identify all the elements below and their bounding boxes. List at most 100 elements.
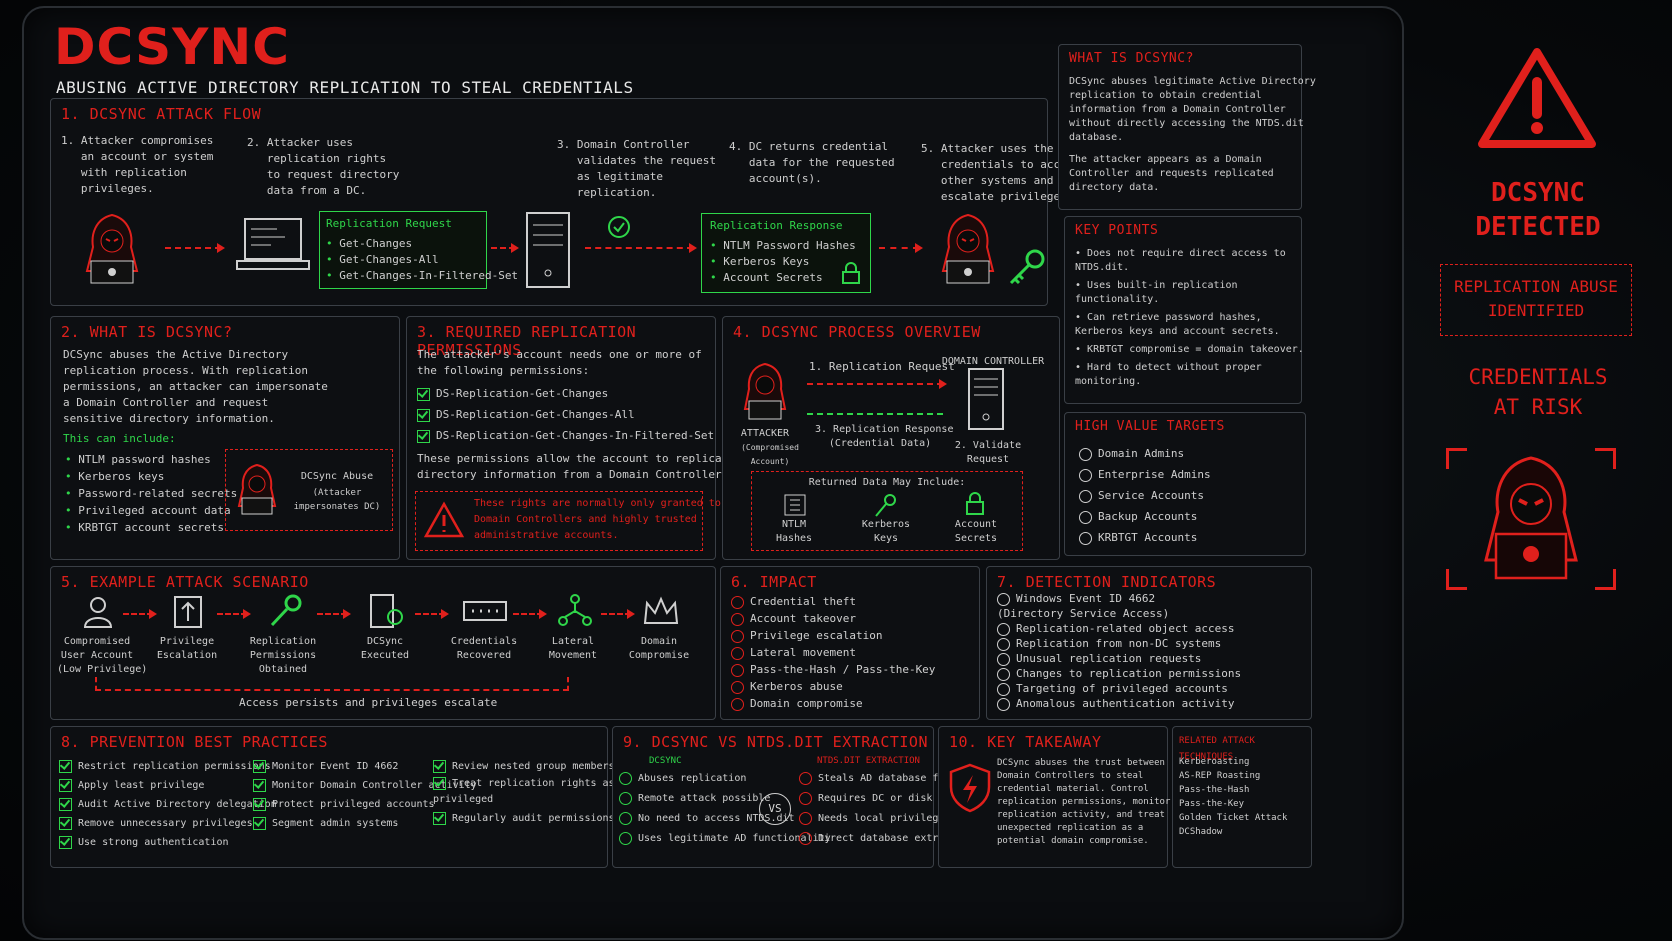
- event-log-icon: [997, 592, 1010, 606]
- flow-step-3: 3. Domain Controller validates the reque…: [557, 138, 716, 199]
- vs-right-title: NTDS.DIT EXTRACTION: [817, 756, 920, 766]
- permissions-warning-box: These rights are normally only granted t…: [415, 491, 721, 551]
- check-icon: [433, 811, 446, 825]
- check-icon: [253, 759, 266, 773]
- prevention-panel: 8. PREVENTION BEST PRACTICES Restrict re…: [50, 726, 657, 868]
- impact-icon: [731, 612, 744, 626]
- attacker-sub-label: (Compromised Account): [741, 443, 799, 466]
- list-item: Password-related secrets: [65, 485, 237, 502]
- vs-left-item: Uses legitimate AD functionality: [638, 833, 831, 844]
- dc-label: DOMAIN CONTROLLER: [941, 356, 1045, 367]
- impact-item: Privilege escalation: [750, 629, 883, 642]
- related-item: AS-REP Roasting: [1179, 771, 1261, 781]
- prevention-item: Use strong authentication: [78, 837, 229, 848]
- replication-abuse-label: REPLICATION ABUSE IDENTIFIED: [1454, 277, 1618, 320]
- server-sync-icon: [370, 594, 403, 628]
- check-icon: [59, 835, 72, 849]
- detection-list: Windows Event ID 4662 (Directory Service…: [997, 591, 1241, 711]
- x-circle-icon: [799, 771, 812, 785]
- related-item: DCShadow: [1179, 827, 1223, 837]
- user-icon: [83, 597, 113, 628]
- impact-icon: [731, 663, 744, 677]
- process-response-label: 3. Replication Response (Credential Data…: [815, 424, 954, 449]
- scenario-step: DCSync Executed: [360, 636, 410, 661]
- takeaway-heading: 10. KEY TAKEAWAY: [949, 733, 1102, 751]
- vs-label: VS: [768, 802, 782, 815]
- scenario-step: Credentials Recovered: [450, 636, 518, 661]
- scenario-footer: Access persists and privileges escalate: [239, 696, 498, 709]
- key-points-panel: KEY POINTS Does not require direct acces…: [1064, 216, 1304, 404]
- related-item: Pass-the-Hash: [1179, 785, 1250, 795]
- detection-item: Replication-related object access: [1016, 622, 1235, 635]
- impact-item: Lateral movement: [750, 646, 856, 659]
- flow-step-5: 5. Attacker uses the credentials to acce…: [921, 142, 1080, 203]
- dcsync-vs-ntds-panel: 9. DCSYNC VS NTDS.DIT EXTRACTION DCSYNC …: [612, 726, 975, 868]
- flow-step-2: 2. Attacker uses replication rights to r…: [247, 136, 400, 197]
- prevention-col-2: Monitor Event ID 4662 Monitor Domain Con…: [253, 757, 477, 833]
- targets-heading: HIGH VALUE TARGETS: [1075, 419, 1225, 434]
- validated-check-icon: [608, 216, 630, 238]
- detection-icon: [997, 652, 1010, 666]
- crown-icon: [643, 596, 679, 624]
- detection-item: Targeting of privileged accounts: [1016, 682, 1228, 695]
- list-item: KRBTGT account secrets: [65, 519, 237, 536]
- check-circle-icon: [619, 791, 632, 805]
- warning-icon: [423, 501, 465, 538]
- permission-item: DS-Replication-Get-Changes: [436, 387, 609, 400]
- detection-item: Anomalous authentication activity: [1016, 697, 1235, 710]
- network-icon: [558, 594, 592, 626]
- related-title: RELATED ATTACK TECHNIQUES: [1179, 736, 1255, 762]
- request-item: Get-Changes-In-Filtered-Set: [339, 269, 519, 282]
- impact-icon: [731, 680, 744, 694]
- scenario-arrow: [601, 609, 635, 619]
- side-what-p2: The attacker appears as a Domain Control…: [1069, 154, 1274, 193]
- impact-item: Account takeover: [750, 612, 856, 625]
- what-heading: 2. WHAT IS DCSYNC?: [61, 323, 233, 341]
- attacker-label: ATTACKER: [740, 428, 790, 439]
- prevention-item: Regularly audit permissions: [452, 813, 615, 824]
- check-icon: [253, 778, 266, 792]
- page-subtitle: ABUSING ACTIVE DIRECTORY REPLICATION TO …: [56, 78, 634, 97]
- vs-right-list: Steals AD database file Requires DC or d…: [799, 769, 975, 849]
- detection-panel: 7. DETECTION INDICATORS Windows Event ID…: [986, 566, 1312, 720]
- target-item: Service Accounts: [1098, 489, 1204, 502]
- check-circle-icon: [619, 831, 632, 845]
- prevention-item: Remove unnecessary privileges: [78, 818, 253, 829]
- attack-scenario-panel: 5. EXAMPLE ATTACK SCENARIO Compromised U…: [50, 566, 716, 720]
- takeaway-body: DCSync abuses the trust between Domain C…: [997, 758, 1171, 846]
- returned-item: NTLM Hashes: [775, 519, 813, 544]
- what-include-list: NTLM password hashes Kerberos keys Passw…: [65, 451, 237, 536]
- permission-item: DS-Replication-Get-Changes-In-Filtered-S…: [436, 429, 715, 442]
- scenario-step: Compromised User Account (Low Privilege): [57, 636, 148, 675]
- replication-request-box: Replication Request • Get-Changes • Get-…: [319, 211, 518, 289]
- key-icon: [270, 594, 302, 627]
- impact-panel: 6. IMPACT Credential theft Account takeo…: [720, 566, 980, 720]
- permissions-note: These permissions allow the account to r…: [417, 452, 735, 481]
- vs-heading: 9. DCSYNC VS NTDS.DIT EXTRACTION: [623, 733, 928, 751]
- permissions-heading: 3. REQUIRED REPLICATION PERMISSIONS: [417, 323, 637, 359]
- scenario-arrow: [317, 609, 351, 619]
- replication-response-box: Replication Response • NTLM Password Has…: [701, 213, 871, 293]
- impact-item: Domain compromise: [750, 697, 863, 710]
- hash-grid-icon: [784, 494, 806, 516]
- process-heading: 4. DCSYNC PROCESS OVERVIEW: [733, 323, 981, 341]
- prevention-item: Audit Active Directory delegation: [78, 799, 277, 810]
- detection-icon: [997, 637, 1010, 651]
- check-icon: [433, 759, 446, 773]
- vs-left-item: No need to access NTDS.dit: [638, 813, 795, 824]
- permissions-intro: The attacker's account needs one or more…: [417, 348, 702, 377]
- related-item: Pass-the-Key: [1179, 799, 1245, 809]
- prevention-heading: 8. PREVENTION BEST PRACTICES: [61, 733, 328, 751]
- abuse-title: DCSync Abuse: [300, 471, 374, 482]
- replication-response-list: • NTLM Password Hashes • Kerberos Keys •…: [710, 239, 856, 284]
- flow-arrow-2: [491, 243, 519, 253]
- x-circle-icon: [799, 831, 812, 845]
- hooded-attacker-icon: [941, 213, 995, 284]
- list-item: KRBTGT compromise = domain takeover.: [1075, 343, 1304, 357]
- check-icon: [417, 387, 430, 401]
- scenario-arrow: [217, 609, 251, 619]
- service-icon: [1079, 489, 1092, 503]
- dcsync-abuse-box: DCSync Abuse (Attacker impersonates DC): [225, 449, 393, 531]
- list-item: Privileged account data: [65, 502, 237, 519]
- check-icon: [417, 408, 430, 422]
